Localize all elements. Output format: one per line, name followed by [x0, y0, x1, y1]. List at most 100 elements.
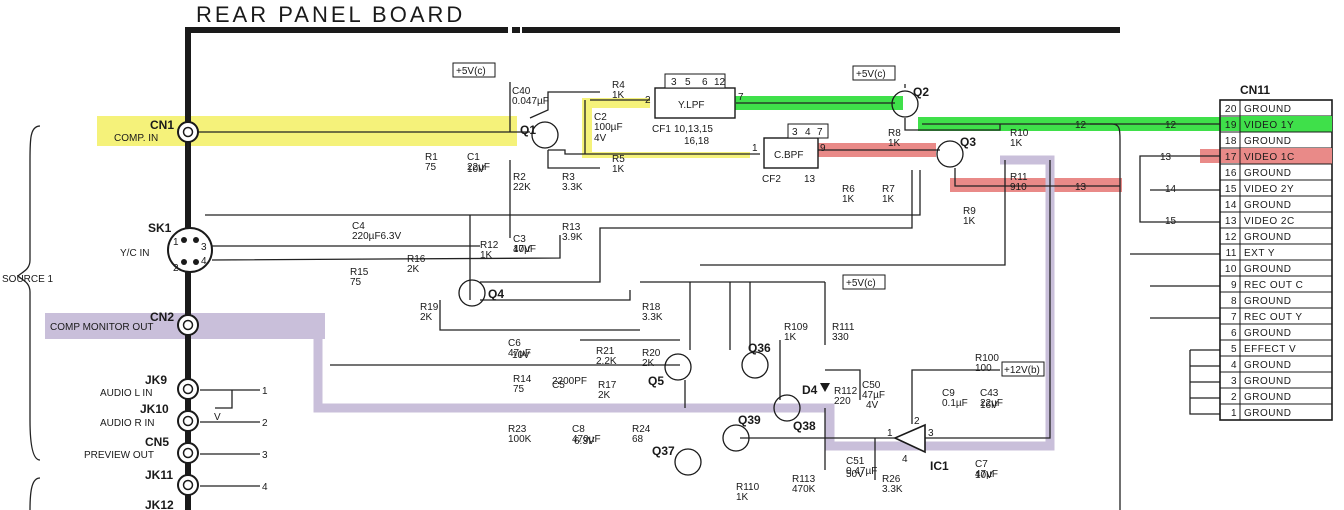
cn11-pin-label: EXT Y: [1244, 248, 1275, 259]
component-value-r26: 3.3K: [882, 484, 903, 495]
board-title: REAR PANEL BOARD: [196, 2, 465, 27]
component-ref-r19: R19: [420, 302, 439, 313]
cn11-pin-number: 12: [1225, 232, 1237, 243]
jk11-connector[interactable]: JK11: [145, 468, 199, 496]
component-ref-r17: R17: [598, 380, 617, 391]
cn11-pin-label: GROUND: [1244, 264, 1291, 275]
jk9-connector[interactable]: JK9 AUDIO L IN: [100, 373, 199, 400]
ylpf-filter: 3 5 6 12 Y.LPF 2 7 CF1 10,13,15 16,18: [645, 73, 744, 147]
ic1-pin-1: 1: [887, 428, 893, 439]
component-ref-c7: C7: [975, 459, 988, 470]
component-value-r15: 75: [350, 277, 362, 288]
cn11-pin-row: 13 VIDEO 2C: [1220, 212, 1332, 229]
cn11-pin-label: GROUND: [1244, 328, 1291, 339]
transistor-q3: Q3: [936, 135, 976, 168]
cn11-pin-number: 10: [1225, 264, 1237, 275]
supply-5v-q1: +5V(c): [456, 66, 486, 77]
q2-label: Q2: [913, 85, 929, 99]
transistor-q38: Q38: [773, 394, 816, 433]
cbpf-ref: CF2: [762, 174, 781, 185]
cn11-pin-label: GROUND: [1244, 136, 1291, 147]
cbpf-pin-4: 4: [805, 127, 811, 138]
component-value-r112: 220: [834, 396, 851, 407]
component-labels: C400.047µFR41KC2100µF4VR51KR175C122µF10V…: [350, 80, 1029, 503]
ylpf-pin-out: 7: [738, 92, 744, 103]
ic1-label: IC1: [930, 459, 949, 473]
cn1-ref: CN1: [150, 118, 174, 132]
supply-5v-q36: +5V(c): [846, 278, 876, 289]
component-ref-r1: R1: [425, 152, 438, 163]
cn11-pin-number: 3: [1231, 376, 1237, 387]
sk1-pin-2: 2: [173, 263, 179, 274]
v-label: V: [214, 412, 221, 423]
cn11-pin-number: 18: [1225, 136, 1237, 147]
cn11-pin-label: GROUND: [1244, 104, 1291, 115]
component-ref-r4: R4: [612, 80, 625, 91]
transistor-q5: Q5: [648, 353, 692, 388]
source-label: SOURCE 1: [2, 274, 54, 285]
component-ref-c8: C8: [572, 424, 585, 435]
cn1-connector[interactable]: CN1 COMP. IN: [114, 118, 199, 144]
diode-d4: D4: [802, 383, 830, 397]
jack-pin-4: 4: [262, 482, 268, 493]
q38-label: Q38: [793, 419, 816, 433]
d4-label: D4: [802, 383, 818, 397]
jk9-name: AUDIO L IN: [100, 388, 152, 399]
component-ref-r109: R109: [784, 322, 808, 333]
component-value-r6: 1K: [842, 194, 855, 205]
component-ref-r8: R8: [888, 128, 901, 139]
component-ref-r9: R9: [963, 206, 976, 217]
component-ref-c6: C6: [508, 338, 521, 349]
component-value-r110: 1K: [736, 492, 749, 503]
ylpf-note2: 16,18: [684, 136, 709, 147]
component-ref-c51: C51: [846, 456, 865, 467]
cbpf-pin-in: 1: [752, 143, 758, 154]
jk10-name: AUDIO R IN: [100, 418, 154, 429]
cn11-pin-row: 11 EXT Y: [1220, 244, 1332, 261]
ic1-opamp: IC1 1 2 3 4: [887, 416, 949, 473]
sk1-connector[interactable]: SK1 Y/C IN 1 2 3 4: [120, 221, 213, 274]
component-value-r2: 22K: [513, 182, 531, 193]
wire-label-15: 15: [1165, 216, 1177, 227]
jack-pin-1: 1: [262, 386, 268, 397]
ylpf-pin-3: 3: [671, 77, 677, 88]
cn11-pin-number: 11: [1226, 248, 1237, 259]
component-value-c43v: 16V: [980, 400, 998, 411]
cn11-pin-label: GROUND: [1244, 408, 1291, 419]
cn11-pin-row: 6 GROUND: [1220, 324, 1332, 341]
component-value-r1: 75: [425, 162, 437, 173]
cn11-pin-number: 4: [1231, 360, 1237, 371]
component-ref-r15: R15: [350, 267, 369, 278]
transistor-q37: Q37: [652, 444, 702, 476]
q37-label: Q37: [652, 444, 675, 458]
component-value-r17: 2K: [598, 390, 611, 401]
highlight-lpf-bpf-path: [582, 98, 750, 158]
q5-label: Q5: [648, 374, 664, 388]
cn5-connector[interactable]: CN5 PREVIEW OUT: [84, 435, 199, 464]
component-ref-r13: R13: [562, 222, 581, 233]
jack-pin-labels: 1 2 3 4: [262, 386, 268, 493]
cn11-pin-label: GROUND: [1244, 360, 1291, 371]
component-value-r111: 330: [832, 332, 849, 343]
cn11-pin-label: REC OUT C: [1244, 280, 1303, 291]
cn11-pin-number: 13: [1225, 216, 1237, 227]
cn11-pin-number: 14: [1225, 200, 1237, 211]
cn11-pin-number: 6: [1231, 328, 1237, 339]
jk10-connector[interactable]: JK10 AUDIO R IN V: [100, 402, 221, 432]
component-value-r23: 100K: [508, 434, 532, 445]
q39-label: Q39: [738, 413, 761, 427]
component-ref-r26: R26: [882, 474, 901, 485]
board-outline: REAR PANEL BOARD SOURCE 1: [2, 2, 1120, 510]
cn11-pin-label: VIDEO 2C: [1244, 216, 1295, 227]
component-value-c7: 47µF: [975, 469, 998, 480]
cn11-pin-row: 10 GROUND: [1220, 260, 1332, 277]
jk12-connector[interactable]: JK12: [145, 498, 174, 510]
cn2-connector[interactable]: CN2 COMP MONITOR OUT: [50, 310, 199, 336]
sk1-pin-4: 4: [201, 256, 207, 267]
component-value-r21: 2.2K: [596, 356, 617, 367]
